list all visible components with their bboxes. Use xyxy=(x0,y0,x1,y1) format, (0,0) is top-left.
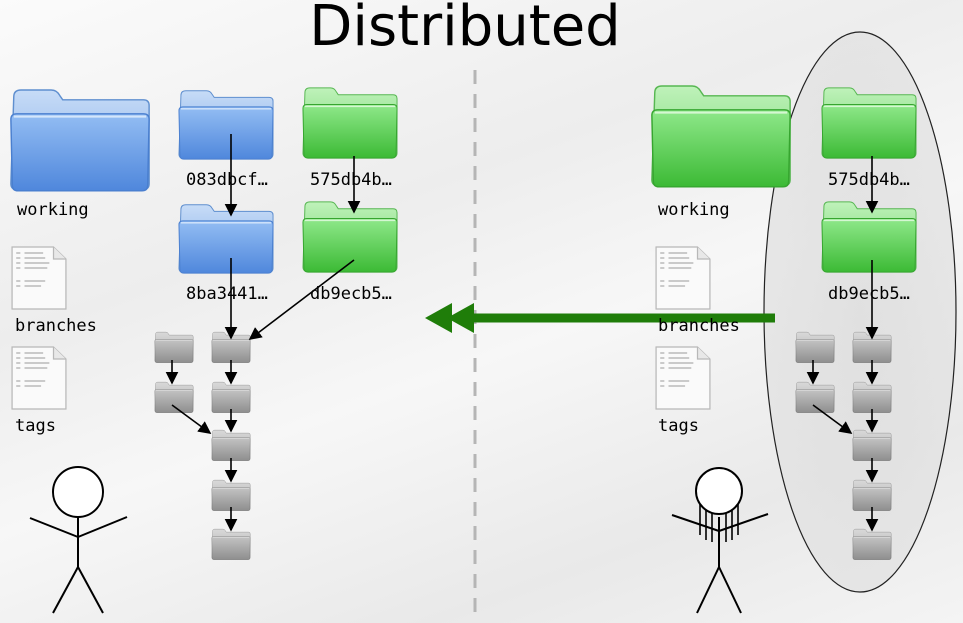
left-green-commit-label: db9ecb5… xyxy=(310,284,392,304)
history-folder-icon xyxy=(852,528,892,561)
tags-document-icon xyxy=(655,346,711,410)
commit-folder-icon xyxy=(178,90,274,160)
right-working-label: working xyxy=(658,200,730,220)
history-folder-icon xyxy=(852,429,892,462)
left-blue-commit-label: 083dbcf… xyxy=(186,170,268,190)
left-arrows xyxy=(165,134,361,532)
right-green-commit-label: db9ecb5… xyxy=(828,284,910,304)
history-folder-icon xyxy=(852,381,892,414)
left-branches-label: branches xyxy=(15,316,97,336)
commit-folder-icon xyxy=(302,87,398,159)
transfer-arrow-icon xyxy=(425,303,775,333)
right-arrows xyxy=(806,156,879,532)
branches-document-icon xyxy=(11,246,67,310)
history-folder-icon xyxy=(795,331,835,364)
collaborator-stick-figure-icon xyxy=(671,467,769,614)
right-green-commit-label: 575db4b… xyxy=(828,170,910,190)
working-folder-icon xyxy=(9,88,151,192)
user-stick-figure-icon xyxy=(29,466,128,614)
diagram-title: Distributed xyxy=(309,0,621,59)
history-folder-icon xyxy=(795,381,835,414)
branches-document-icon xyxy=(655,246,711,310)
right-branches-label: branches xyxy=(658,316,740,336)
highlight-oval xyxy=(763,31,957,593)
tags-document-icon xyxy=(11,346,67,410)
history-folder-icon xyxy=(211,429,251,462)
commit-folder-icon xyxy=(302,201,398,273)
left-tags-label: tags xyxy=(15,416,56,436)
left-blue-commit-label: 8ba3441… xyxy=(186,284,268,304)
history-folder-icon xyxy=(154,381,194,414)
commit-folder-icon xyxy=(821,201,917,273)
history-folder-icon xyxy=(154,331,194,364)
commit-folder-icon xyxy=(178,204,274,274)
commit-folder-icon xyxy=(821,87,917,159)
working-folder-icon xyxy=(650,84,792,188)
history-folder-icon xyxy=(211,528,251,561)
history-folder-icon xyxy=(211,479,251,512)
left-working-label: working xyxy=(17,200,89,220)
history-folder-icon xyxy=(852,479,892,512)
left-green-commit-label: 575db4b… xyxy=(310,170,392,190)
history-folder-icon xyxy=(211,381,251,414)
right-tags-label: tags xyxy=(658,416,699,436)
